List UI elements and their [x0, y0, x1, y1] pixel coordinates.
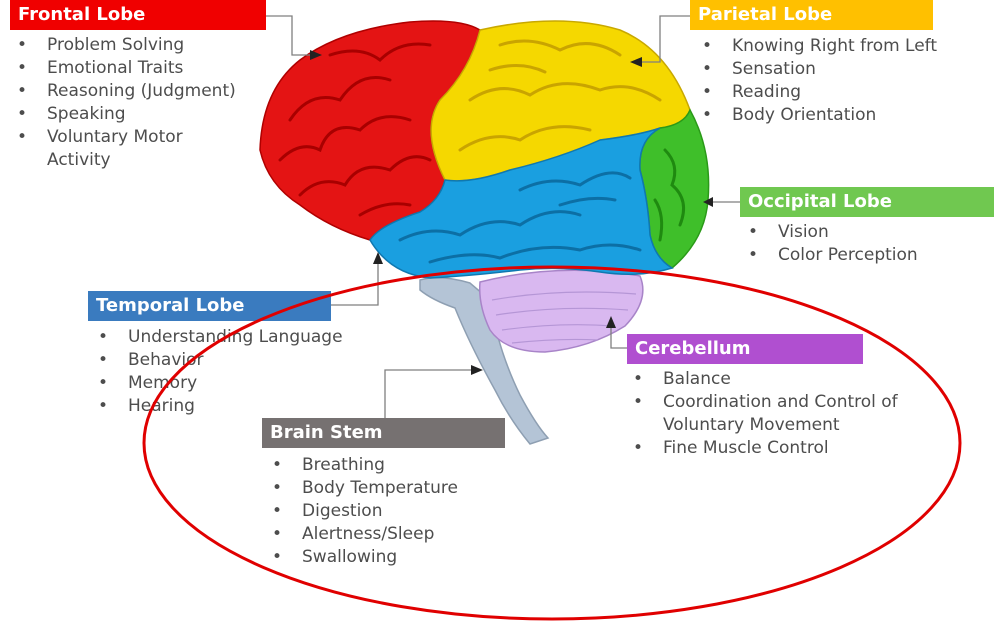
frontal-connector: [266, 15, 312, 56]
list-item: Memory: [95, 372, 365, 395]
parietal-gyri: [458, 39, 662, 152]
temporal-connector: [331, 262, 379, 306]
occipital-gyri: [653, 148, 686, 242]
brain-stem-header: Brain Stem: [262, 418, 505, 448]
occipital-lobe-list: Vision Color Perception: [745, 221, 995, 267]
temporal-gyri: [398, 171, 642, 264]
list-item: Behavior: [95, 349, 365, 372]
cerebellum-header: Cerebellum: [627, 334, 863, 364]
list-item: Speaking: [14, 103, 254, 126]
occipital-lobe-header: Occipital Lobe: [740, 187, 994, 217]
list-item: Alertness/Sleep: [269, 523, 499, 546]
parietal-lobe-header: Parietal Lobe: [690, 0, 933, 30]
list-item: Emotional Traits: [14, 57, 254, 80]
list-item: Breathing: [269, 454, 499, 477]
temporal-lobe-list: Understanding Language Behavior Memory H…: [95, 326, 365, 418]
list-item: Reading: [699, 81, 999, 104]
cerebellum-list: Balance Coordination and Control of Volu…: [630, 368, 900, 460]
list-item: Digestion: [269, 500, 499, 523]
list-item: Fine Muscle Control: [630, 437, 900, 460]
list-item: Understanding Language: [95, 326, 365, 349]
frontal-lobe-header: Frontal Lobe: [10, 0, 266, 30]
frontal-gyri: [278, 42, 432, 217]
list-item: Balance: [630, 368, 900, 391]
brain-stem-list: Breathing Body Temperature Digestion Ale…: [269, 454, 499, 569]
list-item: Body Temperature: [269, 477, 499, 500]
list-item: Color Perception: [745, 244, 995, 267]
parietal-connector: [640, 15, 690, 63]
list-item: Hearing: [95, 395, 365, 418]
temporal-lobe-header: Temporal Lobe: [88, 291, 331, 321]
list-item: Knowing Right from Left: [699, 35, 999, 58]
list-item: Problem Solving: [14, 34, 254, 57]
list-item: Coordination and Control of Voluntary Mo…: [630, 391, 898, 437]
list-item: Reasoning (Judgment): [14, 80, 254, 103]
frontal-lobe-list: Problem Solving Emotional Traits Reasoni…: [14, 34, 254, 172]
parietal-lobe-list: Knowing Right from Left Sensation Readin…: [699, 35, 999, 127]
list-item: Voluntary Motor Activity: [14, 126, 217, 172]
list-item: Swallowing: [269, 546, 499, 569]
list-item: Sensation: [699, 58, 999, 81]
list-item: Vision: [745, 221, 995, 244]
list-item: Body Orientation: [699, 104, 999, 127]
